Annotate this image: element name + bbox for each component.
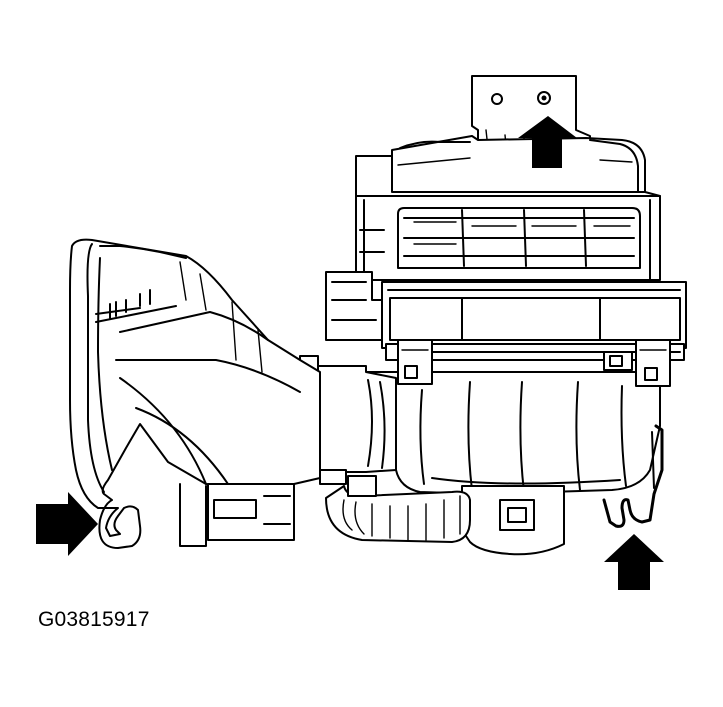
figure-id-label: G03815917 <box>38 608 150 631</box>
air-intake-duct <box>69 238 321 549</box>
up-arrow-right-icon <box>604 534 664 590</box>
filter-cover-panel <box>381 281 687 349</box>
filter-clip-right <box>635 339 671 387</box>
right-bracket-hook <box>602 424 664 528</box>
filter-clip-left <box>397 339 433 385</box>
blower-motor <box>461 485 565 556</box>
left-flange <box>325 271 385 341</box>
filter-clip-center <box>603 351 633 371</box>
up-arrow-top-icon <box>518 116 577 168</box>
blower-connector <box>499 499 535 531</box>
filter-window <box>397 207 641 269</box>
evaporator-case <box>359 371 661 495</box>
bracket-hole-left <box>491 93 503 105</box>
upper-housing <box>391 135 646 201</box>
right-arrow-left-icon <box>36 492 98 556</box>
